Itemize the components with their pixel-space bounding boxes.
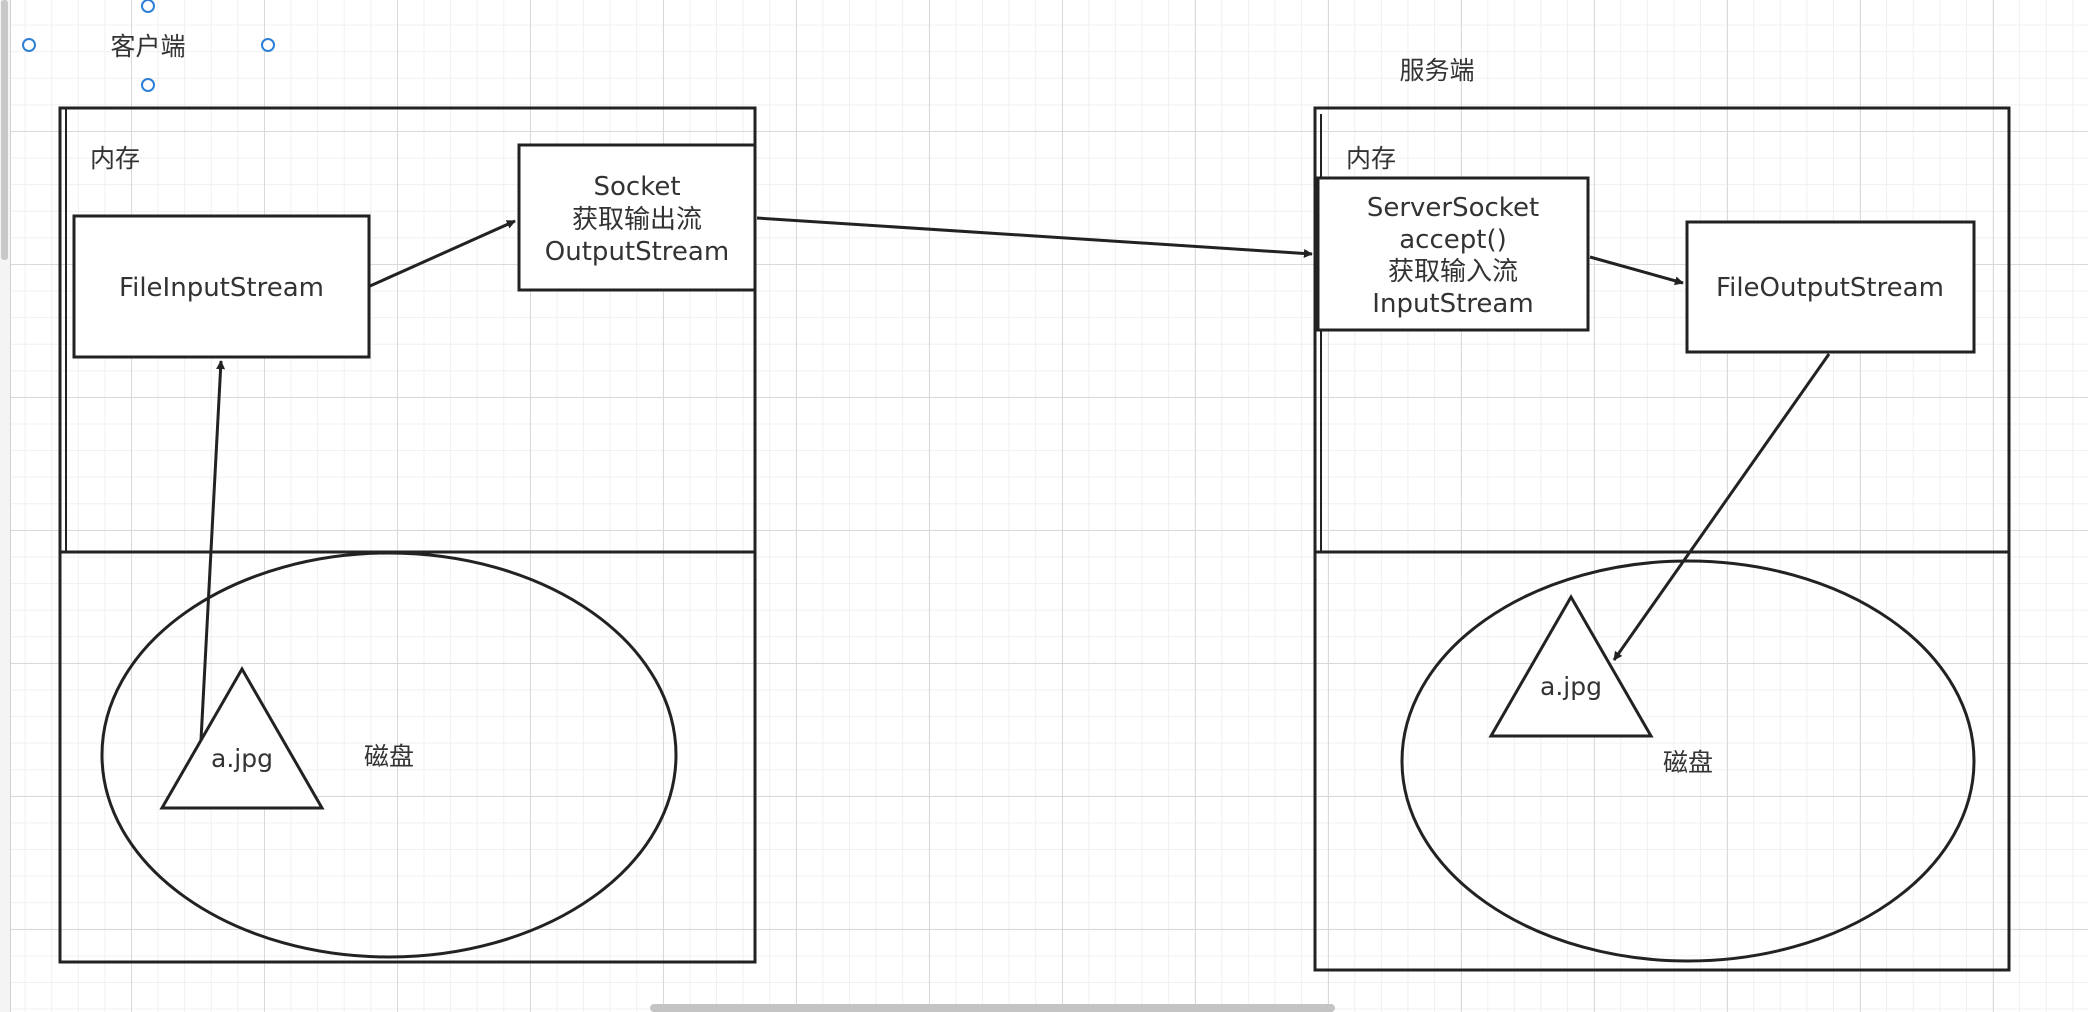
horizontal-scrollbar-thumb[interactable] xyxy=(650,1004,1335,1012)
client-group[interactable]: 内存 FileInputStream Socket 获取输出流 OutputSt… xyxy=(58,106,757,964)
file-output-stream-box[interactable] xyxy=(1685,220,1976,354)
server-file-label: a.jpg xyxy=(1540,672,1602,701)
server-memory-label: 内存 xyxy=(1346,144,1396,173)
vertical-scrollbar[interactable] xyxy=(0,0,11,1012)
selection-handles[interactable] xyxy=(22,0,275,92)
arrow-server-socket-to-output-stream[interactable] xyxy=(1589,255,1684,286)
client-disk-ellipse[interactable] xyxy=(100,551,678,959)
server-file-triangle[interactable] xyxy=(1488,593,1654,738)
client-file-label: a.jpg xyxy=(211,744,273,773)
arrow-input-stream-to-socket[interactable] xyxy=(369,219,516,288)
handle-left[interactable] xyxy=(22,38,36,52)
server-socket-line-4: InputStream xyxy=(1372,289,1533,319)
client-file-triangle[interactable] xyxy=(159,665,325,810)
client-memory-label: 内存 xyxy=(90,144,140,173)
arrow-file-to-input-stream[interactable] xyxy=(199,360,226,741)
server-disk-ellipse[interactable] xyxy=(1400,559,1976,963)
socket-label-line-2: 获取输出流 xyxy=(572,205,702,235)
server-group[interactable]: 内存 ServerSocket accept() 获取输入流 InputStre… xyxy=(1313,106,2011,972)
file-input-stream-box[interactable] xyxy=(72,214,371,359)
socket-label-line-1: Socket xyxy=(593,172,680,202)
file-output-stream-label: FileOutputStream xyxy=(1716,273,1944,303)
server-socket-line-1: ServerSocket xyxy=(1367,193,1539,223)
handle-bottom[interactable] xyxy=(141,78,155,92)
server-socket-line-3: 获取输入流 xyxy=(1388,257,1518,287)
server-socket-line-2: accept() xyxy=(1399,225,1507,255)
handle-right[interactable] xyxy=(261,38,275,52)
server-container[interactable] xyxy=(1313,106,2011,972)
socket-box[interactable] xyxy=(517,143,757,292)
client-container[interactable] xyxy=(58,106,757,964)
file-input-stream-label: FileInputStream xyxy=(119,273,324,303)
handle-top[interactable] xyxy=(141,0,155,13)
socket-label-line-3: OutputStream xyxy=(545,237,729,267)
server-socket-box[interactable] xyxy=(1316,176,1590,332)
server-disk-label: 磁盘 xyxy=(1663,748,1713,777)
client-disk-label: 磁盘 xyxy=(364,742,414,771)
vertical-scrollbar-thumb[interactable] xyxy=(1,0,8,260)
client-title[interactable]: 客户端 xyxy=(110,32,185,61)
arrow-output-stream-to-file[interactable] xyxy=(1612,353,1831,661)
arrow-socket-to-server-socket[interactable] xyxy=(756,216,1313,258)
server-title[interactable]: 服务端 xyxy=(1399,56,1474,85)
